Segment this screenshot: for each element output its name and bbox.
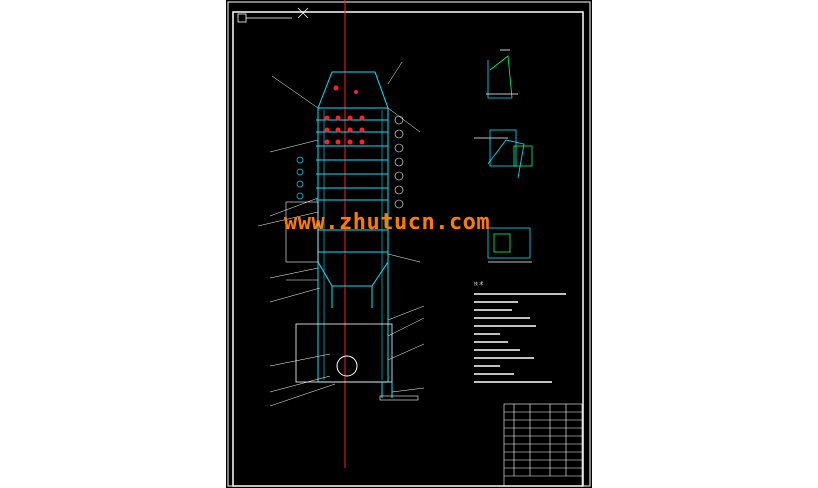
title-block [503, 403, 583, 487]
tube-nozzles [324, 85, 365, 145]
detail-view-2 [474, 129, 533, 179]
inner-frame [232, 11, 584, 487]
boiler-body [285, 71, 419, 401]
left-balloons [296, 156, 304, 200]
detail-view-1 [486, 49, 518, 99]
detail-view-3 [487, 227, 532, 263]
ucs-marker [237, 7, 309, 23]
technical-notes [474, 293, 566, 383]
leader-lines-right [387, 61, 425, 393]
notes-title: 技 术 [474, 281, 484, 286]
drawing-sheet [226, 0, 592, 488]
right-balloons [394, 115, 404, 209]
outer-frame [227, 1, 591, 487]
leader-lines-left [257, 75, 336, 407]
